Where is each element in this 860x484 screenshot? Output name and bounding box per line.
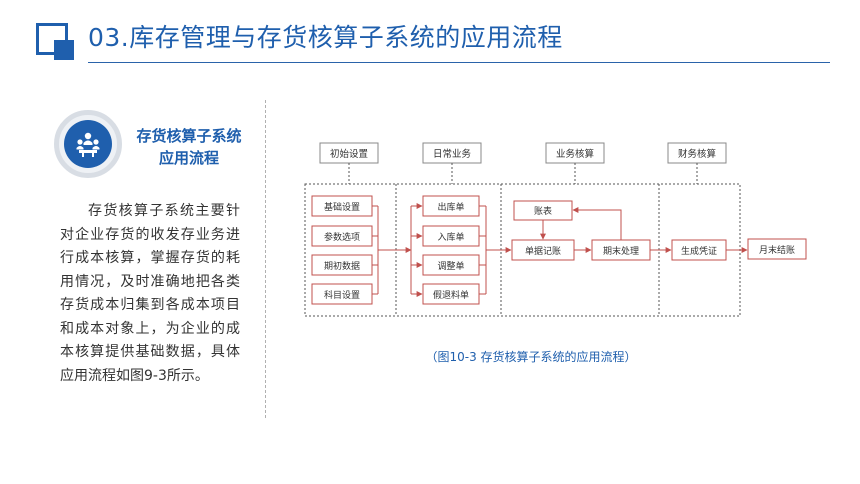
svg-text:期末处理: 期末处理 — [603, 245, 639, 257]
section-subtitle: 存货核算子系统 应用流程 — [124, 125, 254, 169]
node-inbound-order: 入库单 — [422, 225, 480, 247]
svg-text:假退料单: 假退料单 — [433, 289, 469, 301]
svg-text:日常业务: 日常业务 — [433, 148, 472, 160]
node-outbound-order: 出库单 — [422, 195, 480, 217]
title-underline — [88, 62, 830, 63]
svg-text:基础设置: 基础设置 — [324, 201, 360, 213]
arrow-period-to-report — [572, 207, 622, 240]
node-period-end: 期末处理 — [591, 239, 651, 261]
logo-square-outline — [36, 23, 68, 55]
diagram-caption: （图10-3 存货核算子系统的应用流程） — [425, 350, 637, 364]
node-parameters: 参数选项 — [311, 225, 373, 247]
subtitle-line-1: 存货核算子系统 — [136, 127, 242, 145]
svg-text:调整单: 调整单 — [437, 260, 464, 272]
page-title: 03.库存管理与存货核算子系统的应用流程 — [88, 23, 563, 52]
svg-text:科目设置: 科目设置 — [324, 289, 360, 301]
svg-text:出库单: 出库单 — [437, 201, 464, 213]
node-return-order: 假退料单 — [422, 283, 480, 305]
logo-square-fill — [54, 40, 74, 60]
svg-text:月末结账: 月末结账 — [759, 244, 795, 256]
node-generate-voucher: 生成凭证 — [671, 239, 727, 261]
stage-header-finance: 财务核算 — [667, 142, 727, 164]
svg-text:业务核算: 业务核算 — [556, 148, 594, 160]
meeting-group-icon — [64, 120, 112, 168]
vertical-divider — [265, 100, 266, 418]
svg-text:期初数据: 期初数据 — [324, 260, 360, 272]
stage-header-accounting: 业务核算 — [545, 142, 605, 164]
svg-text:初始设置: 初始设置 — [330, 148, 368, 160]
svg-text:财务核算: 财务核算 — [678, 148, 716, 160]
node-report: 账表 — [513, 200, 573, 221]
svg-text:参数选项: 参数选项 — [324, 231, 360, 243]
node-account-setup: 科目设置 — [311, 283, 373, 305]
month-end-box: 月末结账 — [747, 238, 807, 260]
stage-header-setup: 初始设置 — [319, 142, 379, 164]
subtitle-line-2: 应用流程 — [158, 149, 219, 167]
svg-text:生成凭证: 生成凭证 — [681, 245, 717, 257]
node-basic-setup: 基础设置 — [311, 195, 373, 217]
flow-diagram: 初始设置 日常业务 业务核算 财务核算 基础设置 参数选项 期初数据 科目设置 — [304, 142, 760, 317]
node-posting: 单据记账 — [511, 239, 575, 261]
description-text: 存货核算子系统主要针对企业存货的收发存业务进行成本核算，掌握存货的耗用情况，及时… — [60, 203, 240, 384]
svg-text:入库单: 入库单 — [437, 231, 464, 243]
svg-text:单据记账: 单据记账 — [525, 245, 561, 257]
node-opening-data: 期初数据 — [311, 254, 373, 276]
stage-header-daily: 日常业务 — [422, 142, 482, 164]
svg-text:账表: 账表 — [534, 205, 552, 217]
node-adjustment-order: 调整单 — [422, 254, 480, 276]
